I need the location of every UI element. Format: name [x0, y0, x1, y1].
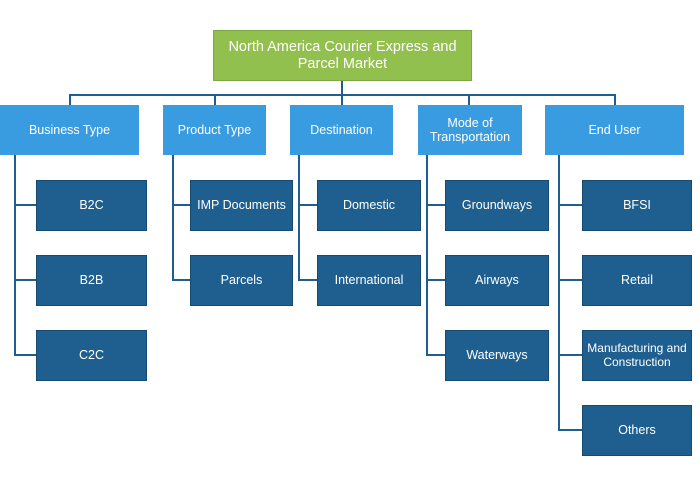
leaf-b2b: B2B — [36, 255, 147, 306]
leaf-connector — [426, 279, 445, 281]
branch-line — [172, 155, 174, 280]
category-connector — [69, 94, 71, 105]
leaf-manufacturing-and-construction: Manufacturing and Construction — [582, 330, 692, 381]
category-connector — [614, 94, 616, 105]
diagram-title-box: North America Courier Express and Parcel… — [213, 30, 472, 81]
category-connector — [468, 94, 470, 105]
branch-line — [426, 155, 428, 355]
category-connector — [341, 94, 343, 105]
leaf-connector — [426, 204, 445, 206]
leaf-groundways: Groundways — [445, 180, 549, 231]
branch-line — [298, 155, 300, 280]
branch-line — [14, 155, 16, 355]
leaf-connector — [426, 354, 445, 356]
leaf-domestic: Domestic — [317, 180, 421, 231]
leaf-connector — [14, 354, 36, 356]
leaf-others: Others — [582, 405, 692, 456]
leaf-connector — [558, 204, 582, 206]
leaf-c2c: C2C — [36, 330, 147, 381]
leaf-connector — [14, 279, 36, 281]
leaf-connector — [172, 204, 190, 206]
leaf-international: International — [317, 255, 421, 306]
leaf-connector — [558, 279, 582, 281]
leaf-retail: Retail — [582, 255, 692, 306]
category-business-type: Business Type — [0, 105, 139, 155]
leaf-connector — [558, 429, 582, 431]
category-end-user: End User — [545, 105, 684, 155]
leaf-b2c: B2C — [36, 180, 147, 231]
root-connector — [341, 81, 343, 95]
leaf-connector — [298, 279, 317, 281]
category-product-type: Product Type — [163, 105, 266, 155]
leaf-connector — [172, 279, 190, 281]
leaf-parcels: Parcels — [190, 255, 293, 306]
category-connector — [214, 94, 216, 105]
leaf-bfsi: BFSI — [582, 180, 692, 231]
leaf-waterways: Waterways — [445, 330, 549, 381]
category-destination: Destination — [290, 105, 393, 155]
leaf-connector — [298, 204, 317, 206]
leaf-connector — [14, 204, 36, 206]
leaf-connector — [558, 354, 582, 356]
leaf-imp-documents: IMP Documents — [190, 180, 293, 231]
branch-line — [558, 155, 560, 430]
leaf-airways: Airways — [445, 255, 549, 306]
category-mode-of-transportation: Mode of Transportation — [418, 105, 522, 155]
